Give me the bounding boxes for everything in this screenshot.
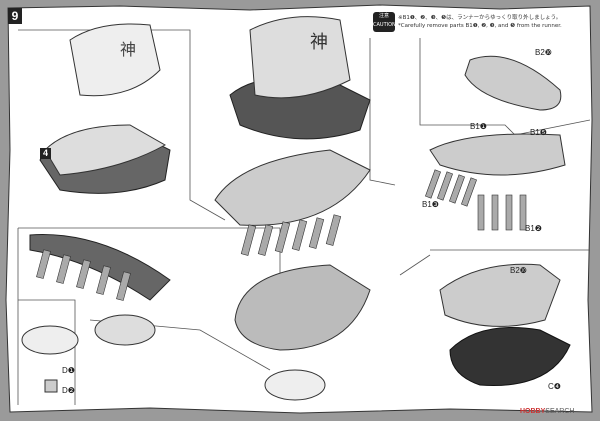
watermark-brand: HOBBY [520, 408, 546, 415]
label-b1-d: B1❷ [525, 224, 542, 233]
frame-lines [17, 29, 591, 405]
label-b1-a: B1❶ [470, 122, 487, 131]
caution-note-jp: ※B1❶、❷、❸、❺は、ランナーからゆっくり取り外しましょう。 [398, 15, 562, 21]
oars-right [425, 169, 527, 231]
caution-note: ※B1❶、❷、❸、❺は、ランナーからゆっくり取り外しましょう。 *Careful… [398, 14, 562, 30]
label-b1-b: B1❺ [530, 128, 547, 137]
part-d1 [21, 325, 79, 355]
watermark-suffix: SEARCH [545, 408, 575, 415]
part-d2 [44, 379, 58, 393]
hull-center-bottom [234, 264, 371, 351]
part-b2-top [464, 55, 562, 111]
caution-note-en: *Carefully remove parts B1❶, ❷, ❸, and ❺… [398, 23, 562, 29]
svg-text:神: 神 [120, 40, 136, 59]
step-number: 9 [8, 8, 22, 24]
deck-center [214, 149, 371, 226]
watermark: HOBBYSEARCH [520, 408, 574, 415]
tower-left: 神 [69, 23, 161, 97]
part-b1-hull [429, 133, 566, 176]
oars-left [36, 249, 131, 301]
stand-base-center [264, 369, 326, 401]
part-c-hull [449, 327, 571, 386]
oars-center [240, 214, 342, 256]
stand-base-left [94, 314, 156, 346]
label-c: C❹ [548, 382, 561, 391]
caution-badge: 注意 CAUTION [373, 12, 396, 32]
label-d2: D❷ [62, 386, 75, 395]
ship-center-top: 神 [229, 16, 371, 140]
hull-underside-closeup [29, 234, 171, 301]
svg-text:神: 神 [310, 32, 328, 53]
label-b1-c: B1❸ [422, 200, 439, 209]
label-d1: D❶ [62, 366, 75, 375]
ship-hull-left [39, 124, 171, 194]
label-b2-bottom: B2❿ [510, 266, 527, 275]
label-b2-top: B2❿ [535, 48, 552, 57]
sub-step-number: 4 [40, 148, 51, 159]
part-b2-bottom [439, 263, 561, 327]
